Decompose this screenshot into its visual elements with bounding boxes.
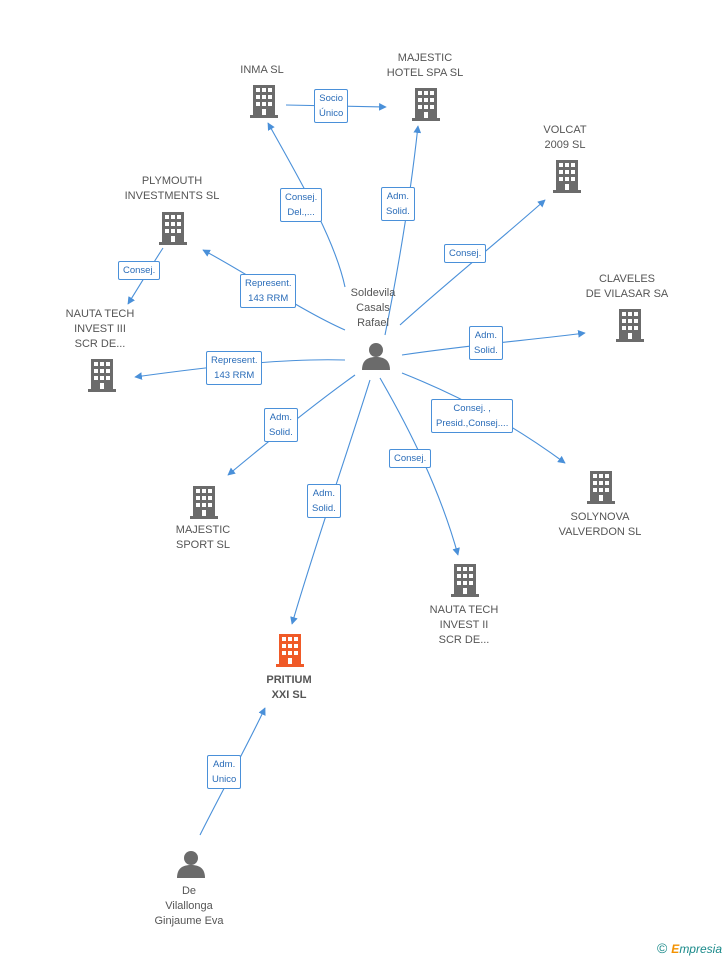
relation-label-consej-volcat[interactable]: Consej. (444, 244, 487, 263)
building-icon (250, 85, 278, 118)
edge-soldevila-majestic-hotel (384, 125, 422, 336)
relation-label-socio-unico[interactable]: Socio Único (314, 89, 349, 123)
node-label-volcat[interactable]: VOLCAT 2009 SL (543, 124, 587, 151)
node-label-claveles[interactable]: CLAVELES DE VILASAR SA (585, 273, 669, 300)
relation-label-represent-plymouth[interactable]: Represent. 143 RRM (240, 274, 297, 308)
person-icon (362, 343, 390, 370)
edges (127, 103, 586, 836)
building-icon (159, 212, 187, 245)
building-icon (276, 634, 304, 667)
node-label-nauta2[interactable]: NAUTA TECH INVEST II SCR DE... (429, 604, 499, 646)
node-label-plymouth[interactable]: PLYMOUTH INVESTMENTS SL (124, 175, 220, 202)
node-label-devilallonga[interactable]: De Vilallonga Ginjaume Eva (154, 885, 224, 927)
relation-label-adm-solid-sport[interactable]: Adm. Solid. (264, 408, 298, 442)
copyright-icon: © (656, 940, 668, 956)
building-icon (88, 359, 116, 392)
relation-label-consej-del[interactable]: Consej. Del.,... (280, 188, 323, 222)
relation-label-consej-nauta2[interactable]: Consej. (389, 449, 432, 468)
node-label-majestic-sport[interactable]: MAJESTIC SPORT SL (175, 524, 231, 551)
building-icon (451, 564, 479, 597)
relation-label-adm-solid-pritium[interactable]: Adm. Solid. (307, 484, 341, 518)
relation-label-adm-solid-claveles[interactable]: Adm. Solid. (469, 326, 503, 360)
node-label-inma[interactable]: INMA SL (240, 64, 284, 76)
building-icon (412, 88, 440, 121)
building-icon (587, 471, 615, 504)
relation-label-adm-unico[interactable]: Adm. Unico (207, 755, 242, 789)
node-label-solynova[interactable]: SOLYNOVA VALVERDON SL (558, 511, 642, 538)
relation-label-adm-solid-majestic[interactable]: Adm. Solid. (381, 187, 415, 221)
relation-label-consej-plymouth[interactable]: Consej. (118, 261, 161, 280)
node-label-nauta3[interactable]: NAUTA TECH INVEST III SCR DE... (65, 308, 135, 350)
node-label-pritium[interactable]: PRITIUM XXI SL (266, 674, 312, 701)
building-icon (553, 160, 581, 193)
building-icon (190, 486, 218, 519)
building-icon (616, 309, 644, 342)
node-label-soldevila[interactable]: Soldevila Casals Rafael (350, 287, 396, 329)
node-label-majestic-hotel[interactable]: MAJESTIC HOTEL SPA SL (386, 52, 464, 79)
relation-label-consej-presid[interactable]: Consej. , Presid.,Consej.... (431, 399, 514, 433)
person-icon (177, 851, 205, 878)
empresia-logo[interactable]: ©Empresia (656, 940, 722, 956)
relation-label-represent-nauta3[interactable]: Represent. 143 RRM (206, 351, 263, 385)
